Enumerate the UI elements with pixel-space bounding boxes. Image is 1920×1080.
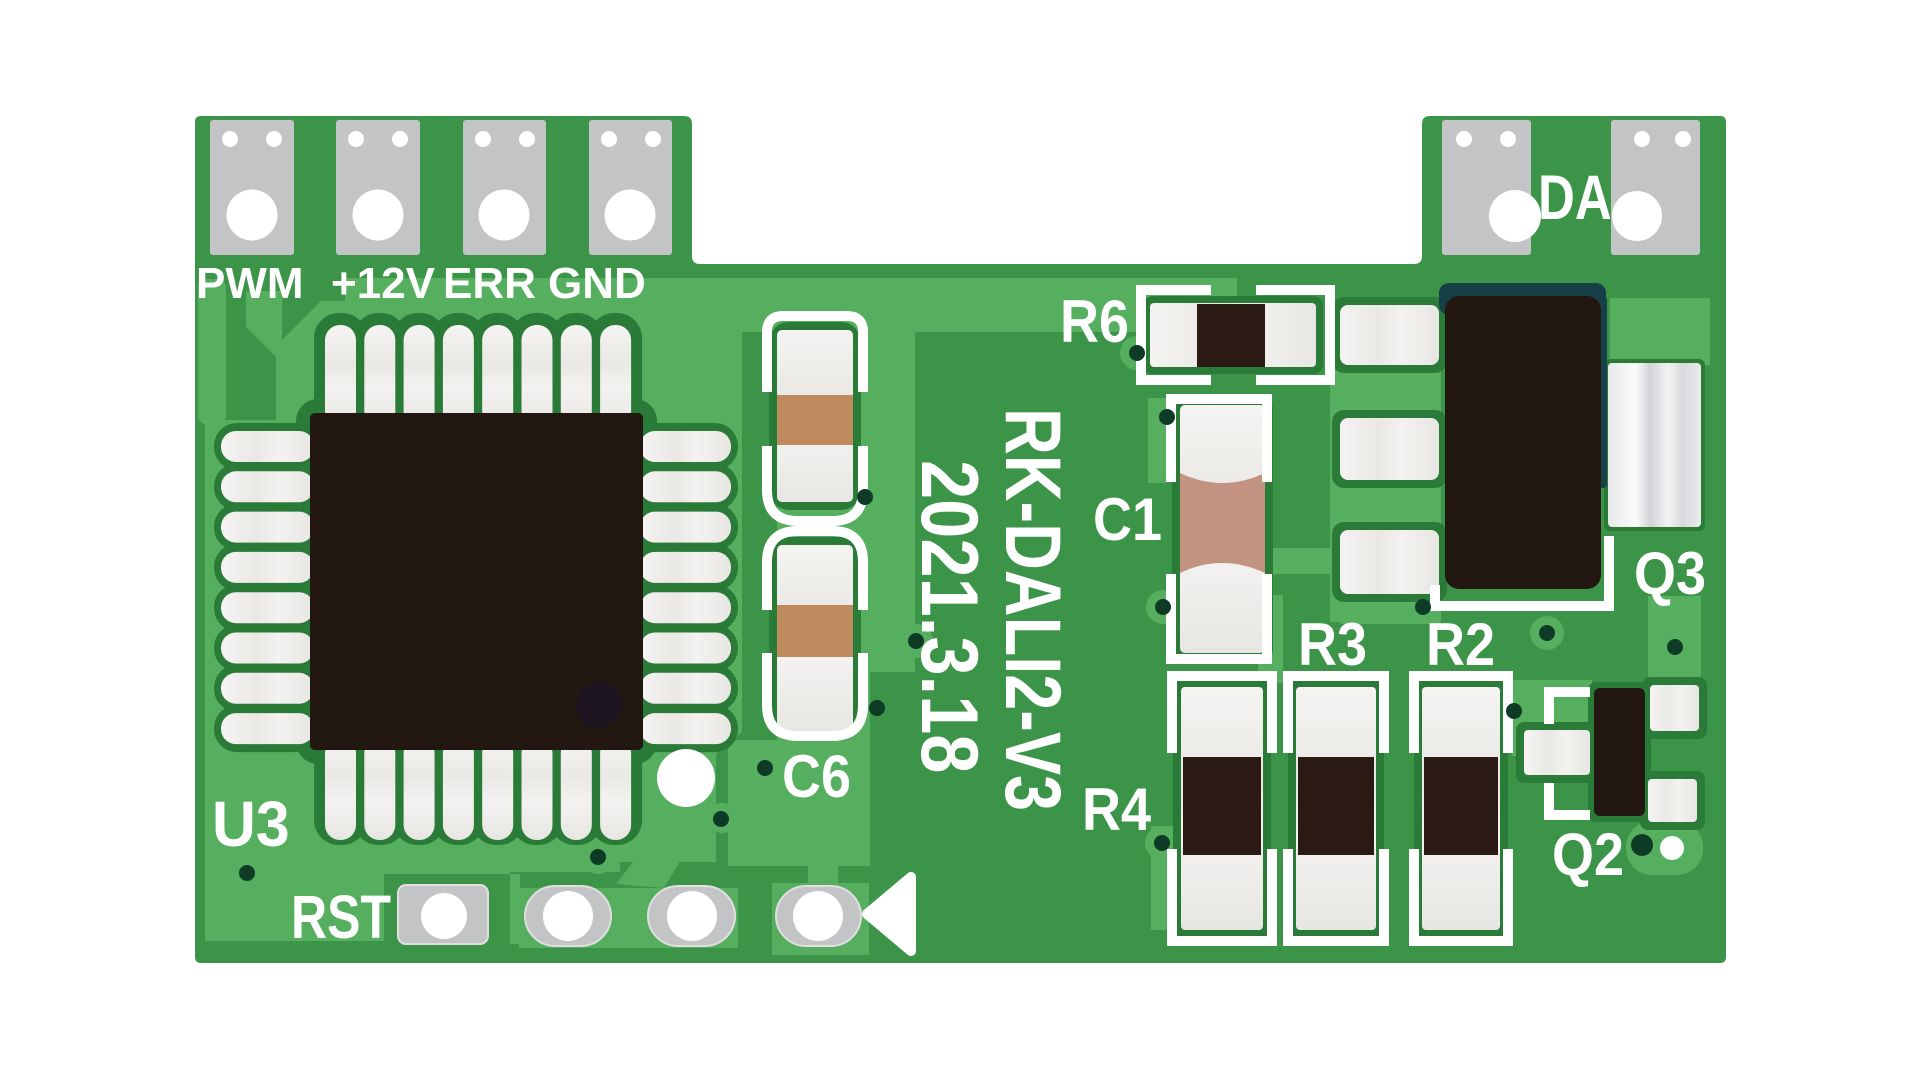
svg-text:GND: GND [548,259,646,308]
svg-text:R3: R3 [1298,611,1367,678]
svg-text:C1: C1 [1093,486,1162,553]
svg-text:R4: R4 [1082,776,1151,843]
svg-text:RST: RST [291,883,391,951]
svg-text:+12V: +12V [331,259,436,308]
svg-text:Q2: Q2 [1552,821,1624,888]
svg-text:ERR: ERR [443,259,536,308]
svg-text:R6: R6 [1060,288,1129,355]
svg-text:PWM: PWM [196,259,304,308]
svg-text:RK-DALI2-V3: RK-DALI2-V3 [989,408,1076,811]
svg-text:DA: DA [1538,163,1612,233]
svg-text:C6: C6 [782,743,851,810]
svg-text:R2: R2 [1426,611,1495,678]
svg-text:U3: U3 [212,789,290,861]
svg-text:2021.3.18: 2021.3.18 [904,460,995,773]
svg-text:Q3: Q3 [1634,540,1706,607]
